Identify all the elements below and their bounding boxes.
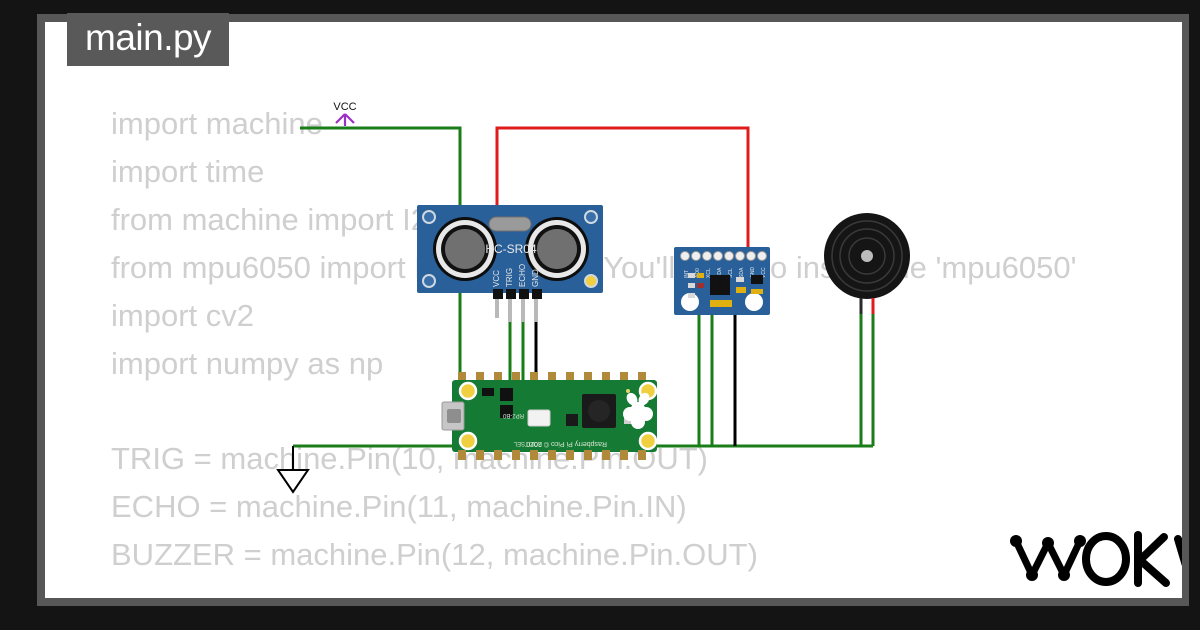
hcsr04-transducer-right — [525, 217, 589, 281]
mpu-ic — [710, 275, 730, 295]
pico-silk-bootsel: BOOTSEL — [513, 440, 542, 446]
pico-flash — [566, 414, 578, 426]
pico-header-bottom[interactable] — [458, 450, 646, 460]
hcsr04-pin-label-gnd: GND — [531, 269, 540, 287]
vcc-arrow-icon — [335, 113, 355, 126]
hcsr04-pin[interactable] — [506, 289, 516, 299]
mpu-passive — [688, 273, 695, 278]
gnd-triangle-icon — [276, 469, 310, 494]
hcsr04-pin[interactable] — [493, 289, 503, 299]
code-line-2: import time — [111, 154, 265, 189]
pico-passive — [500, 405, 513, 418]
hcsr04-transducer-left — [433, 217, 497, 281]
code-line-1: import machine — [111, 106, 323, 141]
code-line-5: import cv2 — [111, 298, 254, 333]
mpu-passive — [736, 287, 746, 293]
mpu-pin-label-sda: SDA — [739, 267, 745, 278]
hcsr04-silk-label: HC-SR04 — [485, 242, 537, 256]
mpu-pin-label-int: INT — [684, 270, 690, 278]
pico-hole — [458, 381, 478, 401]
hcsr04-oscillator — [488, 216, 532, 232]
pico-hole — [458, 431, 478, 451]
mpu-pin-label-gnd: GND — [750, 267, 756, 279]
mpu-passive — [688, 293, 695, 298]
vcc-power-symbol[interactable]: VCC — [331, 101, 361, 130]
pico-usb-inner — [447, 409, 461, 423]
mpu-passive — [688, 283, 695, 288]
hcsr04-hole — [584, 274, 598, 288]
pico-chip-marking — [588, 400, 610, 422]
hcsr04-pin-label-trig: TRIG — [505, 268, 514, 287]
mpu-passive — [710, 300, 732, 307]
pico-header-top[interactable] — [458, 372, 646, 382]
hcsr04-pin-label-echo: ECHO — [518, 264, 527, 287]
pico-silk-rp2: RP2-B0 — [502, 412, 524, 418]
code-line-6: import numpy as np — [111, 346, 384, 381]
mpu-header[interactable] — [680, 251, 767, 261]
mpu6050-module[interactable]: INT AD0 XCL XDA SCL SDA GND VCC — [674, 247, 770, 315]
pico-passive — [500, 388, 513, 401]
hcsr04-pin[interactable] — [532, 289, 542, 299]
pico-passive — [482, 388, 494, 396]
file-tab-main-py[interactable]: main.py — [67, 13, 230, 66]
pico-led — [626, 389, 630, 393]
pico-hole — [638, 431, 658, 451]
code-line-8: ECHO = machine.Pin(11, machine.Pin.IN) — [111, 489, 687, 524]
buzzer-hole — [861, 250, 873, 262]
mpu-pin-label-xda: XDA — [717, 267, 723, 278]
vcc-label: VCC — [333, 101, 356, 113]
buzzer-ring — [848, 237, 886, 275]
ultrasonic-sensor[interactable]: HC-SR04 VCC TRIG ECHO GND — [417, 205, 603, 299]
circuit-schematic: VCC — [276, 101, 1182, 587]
mpu-pin-label-xcl: XCL — [706, 268, 712, 278]
hcsr04-hole — [422, 274, 436, 288]
mpu-passive — [697, 273, 704, 278]
pico-bootsel-button[interactable] — [527, 409, 551, 427]
raspberry-pi-pico[interactable]: Raspberry Pi Pico © 2020 BOOTSEL RP2-B0 — [441, 372, 658, 460]
raspberry-logo-icon — [623, 392, 653, 429]
code-line-9: BUZZER = machine.Pin(12, machine.Pin.OUT… — [111, 537, 758, 572]
mpu-passive — [697, 283, 704, 288]
buzzer-ring — [831, 220, 903, 292]
ground-symbol[interactable] — [276, 446, 310, 494]
mpu-passive — [736, 277, 744, 282]
hcsr04-hole — [422, 210, 436, 224]
project-canvas: import machine import time from machine … — [45, 22, 1182, 598]
mpu-passive — [751, 289, 763, 294]
mpu-regulator — [751, 275, 763, 284]
mpu-pin-label-scl: SCL — [728, 268, 734, 278]
mpu-pin-label-vcc: VCC — [761, 267, 767, 278]
pico-silk-label: Raspberry Pi Pico © 2020 — [526, 440, 607, 448]
hcsr04-pin-label-vcc: VCC — [492, 270, 501, 287]
mpu-hole — [745, 293, 763, 311]
buzzer-ring — [839, 228, 895, 284]
wokwi-logo — [1010, 531, 1182, 587]
hcsr04-hole — [584, 210, 598, 224]
hcsr04-wire-stubs — [495, 299, 538, 322]
hcsr04-pin[interactable] — [519, 289, 529, 299]
buzzer[interactable] — [824, 213, 910, 314]
